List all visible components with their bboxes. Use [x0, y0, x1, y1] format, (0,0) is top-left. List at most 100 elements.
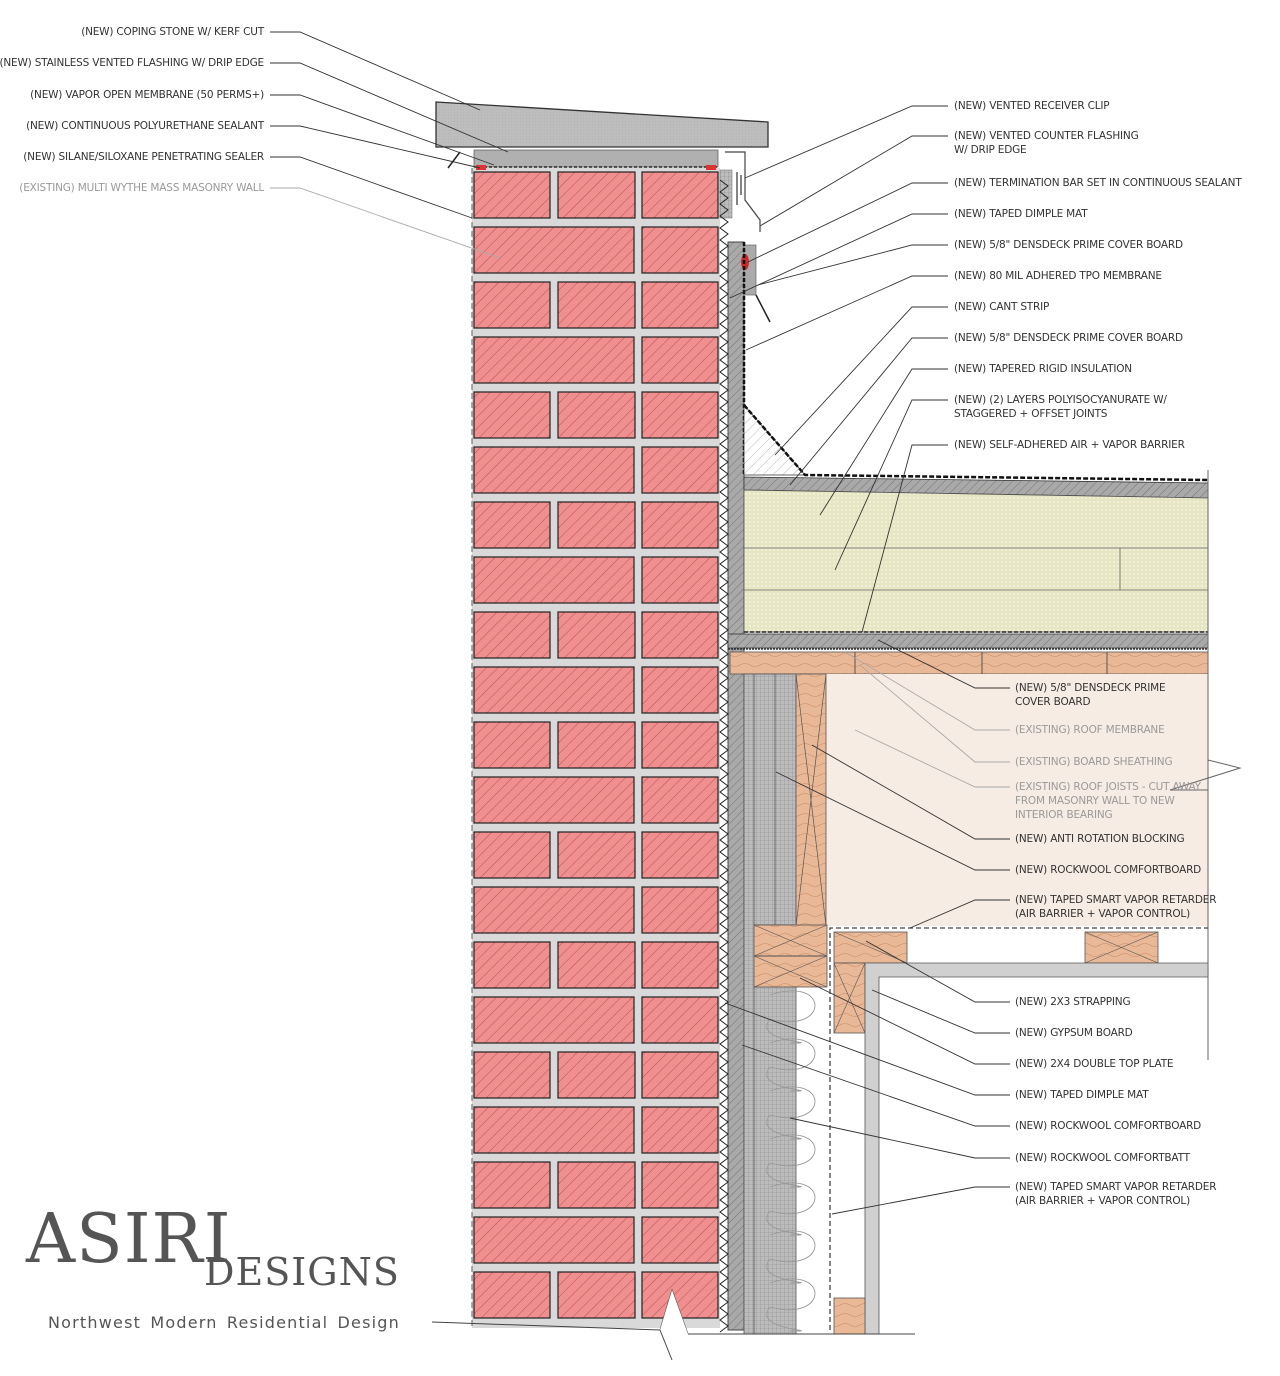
leader-line [744, 105, 948, 179]
brand-logo-main: ASIRI [26, 1200, 232, 1279]
callout-label: (NEW) TAPED SMART VAPOR RETARDER (AIR BA… [1015, 1181, 1217, 1207]
brick [473, 1161, 551, 1209]
callout-label: (NEW) 5/8" DENSDECK PRIME COVER BOARD [954, 332, 1183, 344]
dimple-mat [719, 179, 729, 1333]
brick [473, 1051, 551, 1099]
brick [473, 171, 551, 219]
leader-line [819, 368, 948, 516]
leader-line [775, 771, 1010, 871]
brick [641, 336, 719, 384]
brick [557, 171, 636, 219]
brick [641, 1106, 719, 1154]
brick [473, 611, 551, 659]
callout-label: (NEW) TERMINATION BAR SET IN CONTINUOUS … [954, 177, 1242, 189]
brick [641, 501, 719, 549]
leader-line [834, 399, 948, 571]
brick [473, 941, 551, 989]
callout-label: (NEW) TAPED SMART VAPOR RETARDER (AIR BA… [1015, 894, 1217, 920]
brick [641, 776, 719, 824]
callout-label: (NEW) ROCKWOOL COMFORTBOARD [1015, 1120, 1202, 1132]
brick [641, 886, 719, 934]
callout-label: (NEW) TAPED DIMPLE MAT [954, 208, 1088, 220]
leader-line [871, 989, 1010, 1034]
brick [641, 556, 719, 604]
cover-board-lower [727, 633, 1209, 649]
callout-label: (NEW) ROCKWOOL COMFORTBOARD [1015, 864, 1202, 876]
brick [557, 281, 636, 329]
leader-line [745, 275, 948, 351]
brick-courses [473, 171, 719, 1319]
brick [473, 446, 635, 494]
callout-label: (NEW) (2) LAYERS POLYISOCYANURATE W/ STA… [954, 394, 1167, 420]
callout-label: (EXISTING) MULTI WYTHE MASS MASONRY WALL [19, 182, 264, 194]
brick [557, 611, 636, 659]
brick [557, 391, 636, 439]
callout-label: (NEW) 80 MIL ADHERED TPO MEMBRANE [954, 270, 1162, 282]
callout-label: (NEW) CONTINUOUS POLYURETHANE SEALANT [26, 120, 264, 132]
leader-line [859, 664, 1010, 763]
leader-line [270, 187, 501, 259]
callout-label: (NEW) 2X3 STRAPPING [1015, 996, 1131, 1008]
callout-label: (NEW) ROCKWOOL COMFORTBATT [1015, 1152, 1190, 1164]
callout-label: (NEW) SELF-ADHERED AIR + VAPOR BARRIER [954, 439, 1185, 451]
brick [641, 721, 719, 769]
brick [473, 721, 551, 769]
brick [641, 281, 719, 329]
roof-joist-cavity [826, 674, 1208, 926]
polyiso-insulation [743, 489, 1209, 633]
leader-line [270, 31, 481, 111]
brick [641, 831, 719, 879]
brick [641, 996, 719, 1044]
brick [557, 721, 636, 769]
leader-line [811, 744, 1010, 840]
brick [557, 1161, 636, 1209]
callout-label: (NEW) SILANE/SILOXANE PENETRATING SEALER [23, 151, 264, 163]
callout-label: (NEW) VAPOR OPEN MEMBRANE (50 PERMS+) [30, 89, 264, 101]
leader-line [909, 899, 1010, 929]
leader-line [759, 135, 948, 227]
brick [473, 556, 635, 604]
leader-line [741, 1044, 1010, 1127]
brick [641, 171, 719, 219]
brick [473, 1106, 635, 1154]
cover-board-vertical [727, 241, 745, 1331]
brick [473, 391, 551, 439]
leader-line [270, 156, 473, 219]
leader-line [861, 444, 948, 633]
brick [641, 1216, 719, 1264]
brick [557, 941, 636, 989]
brick [473, 776, 635, 824]
brand-logo-sub: DESIGNS [204, 1250, 400, 1294]
callout-label: (EXISTING) ROOF JOISTS - CUT AWAY FROM M… [1015, 781, 1201, 821]
callout-label: (NEW) ANTI ROTATION BLOCKING [1015, 833, 1185, 845]
brick [473, 1216, 635, 1264]
leader-line [877, 639, 1010, 689]
brick [473, 666, 635, 714]
callout-label: (NEW) GYPSUM BOARD [1015, 1027, 1133, 1039]
leader-line [789, 1117, 1010, 1159]
brick [473, 1271, 551, 1319]
rockwool-board [743, 673, 797, 1335]
callout-label: (NEW) CANT STRIP [954, 301, 1050, 313]
brick [557, 1051, 636, 1099]
leader-line [270, 125, 481, 169]
coping-stone [435, 101, 769, 148]
callout-label: (EXISTING) ROOF MEMBRANE [1015, 724, 1165, 736]
callout-label: (NEW) 5/8" DENSDECK PRIME COVER BOARD [1015, 682, 1166, 708]
comfortbatt [766, 990, 816, 1332]
leader-line [724, 1002, 1010, 1096]
callout-label: (NEW) COPING STONE W/ KERF CUT [81, 26, 264, 38]
leader-line [854, 729, 1010, 788]
vented-flashing [473, 149, 719, 168]
leader-line [747, 182, 948, 263]
brick [641, 611, 719, 659]
brick [473, 281, 551, 329]
callout-label: (NEW) VENTED RECEIVER CLIP [954, 100, 1110, 112]
brick [557, 501, 636, 549]
callout-label: (NEW) 2X4 DOUBLE TOP PLATE [1015, 1058, 1174, 1070]
brick [641, 666, 719, 714]
leader-line [757, 244, 948, 286]
callout-label: (NEW) TAPED DIMPLE MAT [1015, 1089, 1149, 1101]
